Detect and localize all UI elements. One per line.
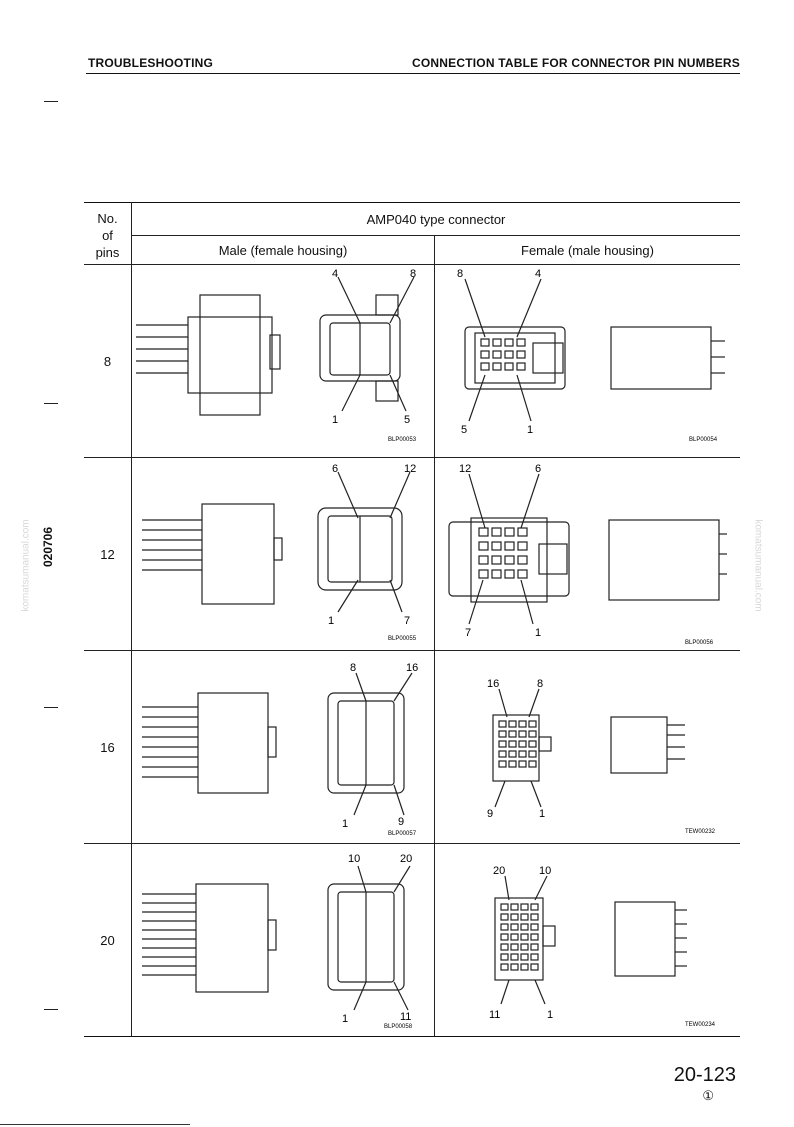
- footer-rule: [0, 1124, 190, 1125]
- female-header: Female (male housing): [434, 235, 740, 265]
- binder-mark: [44, 707, 58, 708]
- female-connector-diagram: 8 4 5 1 BLP00054: [457, 268, 725, 443]
- connector-table: No. of pins AMP040 type connector Male (…: [84, 202, 740, 1037]
- pin-count: 12: [84, 457, 132, 651]
- revision-mark: ①: [702, 1088, 714, 1103]
- female-connector-cell: 12 6 7 1 BLP00056: [434, 457, 740, 651]
- binder-mark: [44, 1009, 58, 1010]
- table-row: 20 10 20 1: [84, 843, 740, 1037]
- pin-label: 8: [457, 268, 463, 280]
- watermark-left: komatsumanual.com: [20, 519, 32, 612]
- pin-label: 1: [547, 1009, 553, 1021]
- pin-count: 16: [84, 650, 132, 844]
- male-connector-diagram: 10 20 1 11 BLP00058: [142, 853, 413, 1030]
- binder-mark: [44, 403, 58, 404]
- pin-label: 1: [539, 808, 545, 820]
- male-connector-cell: 6 12 1 7 BLP00055: [131, 457, 435, 651]
- pin-label: 12: [459, 463, 471, 475]
- male-connector-diagram: 6 12 1 7 BLP00055: [142, 463, 417, 642]
- pin-label: 6: [535, 463, 541, 475]
- pin-label: 8: [410, 268, 416, 280]
- pin-label: 1: [535, 627, 541, 639]
- pin-count: 8: [84, 264, 132, 458]
- female-connector-diagram: 20 10 11 1 TEW00234: [489, 865, 716, 1028]
- table-row: 12 6 12 1 7 BLP00055: [84, 457, 740, 651]
- pin-label: 20: [493, 865, 505, 877]
- pins-header-line: No.: [97, 211, 118, 226]
- male-connector-cell: 4 8 1 5 BLP00053: [131, 264, 435, 458]
- drawing-code: BLP00053: [388, 437, 417, 443]
- side-code: 020706: [41, 526, 56, 568]
- table-row: 8 4 8 1: [84, 264, 740, 458]
- pin-label: 7: [465, 627, 471, 639]
- watermark-right: komatsumanual.com: [752, 519, 764, 612]
- female-connector-cell: 16 8 9 1 TEW00232: [434, 650, 740, 844]
- female-connector-diagram: 16 8 9 1 TEW00232: [487, 678, 716, 835]
- pins-column-header: No. of pins: [84, 202, 132, 265]
- pin-label: 1: [527, 424, 533, 436]
- male-connector-diagram: 8 16 1 9 BLP00057: [142, 662, 418, 837]
- section-title: TROUBLESHOOTING: [88, 56, 213, 70]
- female-connector-diagram: 12 6 7 1 BLP00056: [448, 463, 727, 646]
- pin-label: 20: [400, 853, 412, 865]
- female-connector-cell: 8 4 5 1 BLP00054: [434, 264, 740, 458]
- drawing-code: TEW00234: [685, 1022, 716, 1028]
- page-number: 20-123: [673, 1064, 736, 1086]
- pin-label: 4: [332, 268, 338, 280]
- pin-label: 1: [342, 818, 348, 830]
- binder-mark: [44, 101, 58, 102]
- pin-label: 16: [487, 678, 499, 690]
- pin-count: 20: [84, 843, 132, 1037]
- drawing-code: BLP00055: [388, 636, 417, 642]
- drawing-code: BLP00058: [384, 1024, 413, 1030]
- pin-label: 10: [348, 853, 360, 865]
- page-title: CONNECTION TABLE FOR CONNECTOR PIN NUMBE…: [412, 56, 740, 70]
- pin-label: 12: [404, 463, 416, 475]
- pin-label: 1: [328, 615, 334, 627]
- pin-label: 4: [535, 268, 541, 280]
- pins-header-line: of: [102, 228, 113, 243]
- pin-label: 8: [350, 662, 356, 674]
- pin-label: 5: [461, 424, 467, 436]
- female-connector-cell: 20 10 11 1 TEW00234: [434, 843, 740, 1037]
- drawing-code: TEW00232: [685, 829, 716, 835]
- drawing-code: BLP00054: [689, 437, 718, 443]
- pin-label: 9: [487, 808, 493, 820]
- male-connector-diagram: 4 8 1 5 BLP00053: [136, 268, 417, 443]
- pin-label: 16: [406, 662, 418, 674]
- pin-label: 10: [539, 865, 551, 877]
- pin-label: 1: [342, 1013, 348, 1025]
- pin-label: 1: [332, 414, 338, 426]
- pin-label: 7: [404, 615, 410, 627]
- table-row: 16 8 16 1 9: [84, 650, 740, 844]
- male-header: Male (female housing): [131, 235, 435, 265]
- pin-label: 6: [332, 463, 338, 475]
- pin-label: 8: [537, 678, 543, 690]
- pins-header-line: pins: [95, 245, 120, 260]
- pin-label: 11: [489, 1009, 500, 1021]
- connector-type-header: AMP040 type connector: [131, 202, 740, 236]
- pin-label: 11: [400, 1011, 411, 1023]
- male-connector-cell: 10 20 1 11 BLP00058: [131, 843, 435, 1037]
- drawing-code: BLP00057: [388, 831, 417, 837]
- header-rule: [86, 73, 740, 74]
- drawing-code: BLP00056: [685, 640, 714, 646]
- pin-label: 9: [398, 816, 404, 828]
- pin-label: 5: [404, 414, 410, 426]
- male-connector-cell: 8 16 1 9 BLP00057: [131, 650, 435, 844]
